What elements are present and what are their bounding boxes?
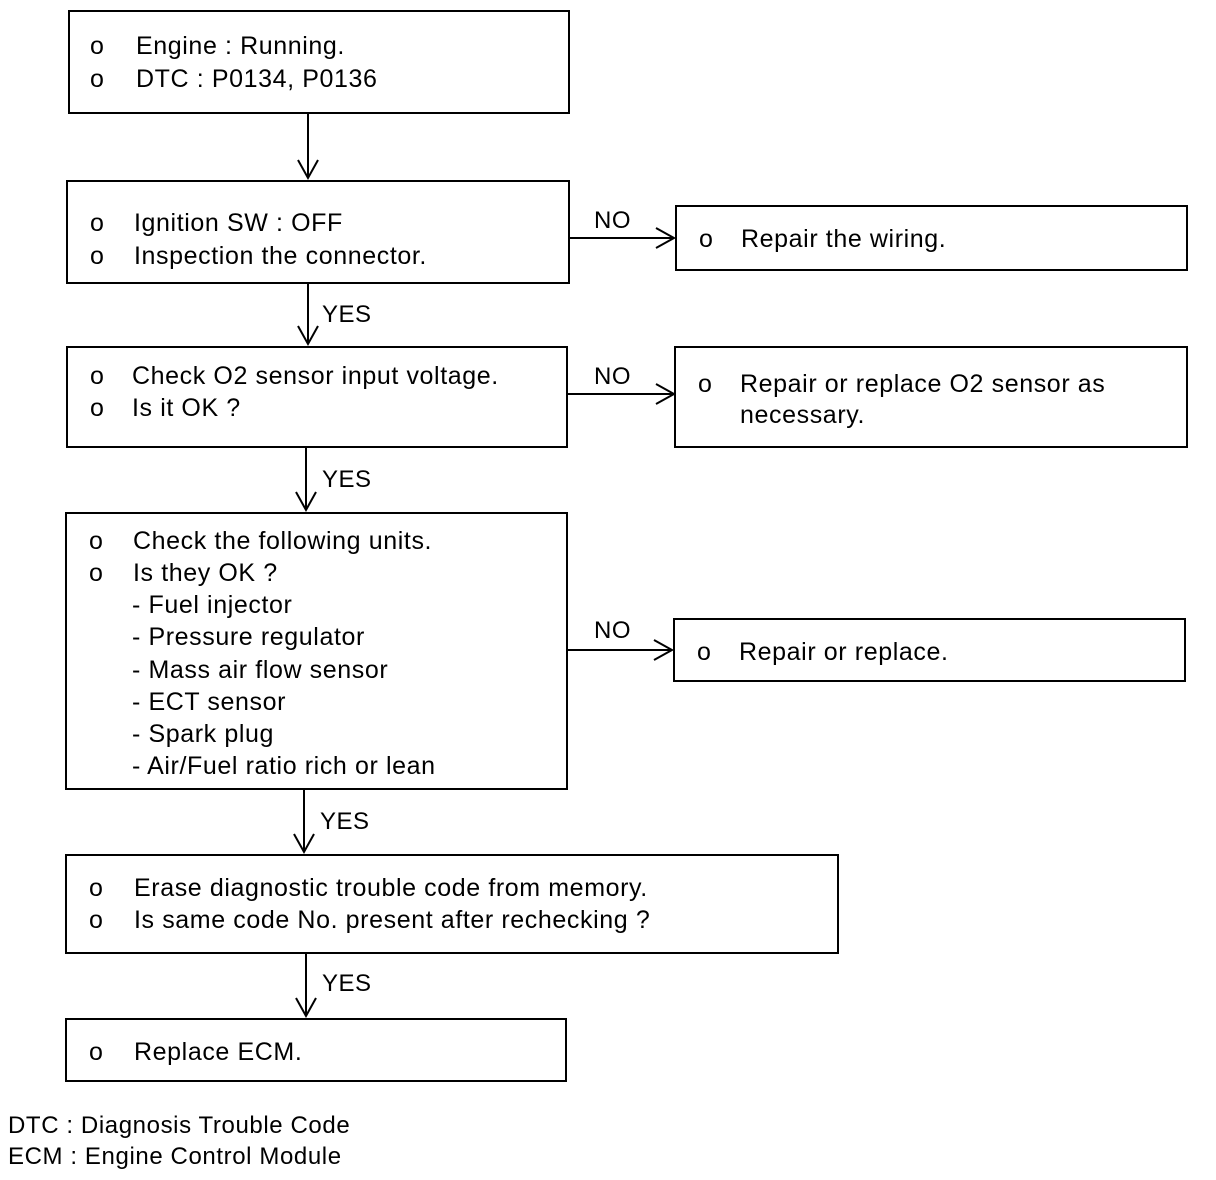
arrowhead-ignition-o2 bbox=[297, 325, 319, 347]
unit-item: - Pressure regulator bbox=[132, 623, 365, 651]
edge-label-no-o2: NO bbox=[594, 363, 631, 390]
edge-label-no-units: NO bbox=[594, 617, 631, 644]
arrowhead-o2-units bbox=[295, 491, 317, 513]
step-text: Inspection the connector. bbox=[134, 242, 427, 270]
bullet: o bbox=[697, 638, 712, 666]
arrowhead-ignition-wiring bbox=[655, 227, 677, 249]
step-erase-dtc: o Erase diagnostic trouble code from mem… bbox=[65, 854, 839, 954]
step-ignition-inspection: o Ignition SW : OFF o Inspection the con… bbox=[66, 180, 570, 284]
arrowhead-units-repair bbox=[653, 639, 675, 661]
edge-label-yes-o2: YES bbox=[322, 466, 372, 493]
unit-item: - Spark plug bbox=[132, 720, 274, 748]
step-text: Ignition SW : OFF bbox=[134, 209, 343, 237]
step-text: Is same code No. present after recheckin… bbox=[134, 906, 651, 934]
bullet: o bbox=[90, 209, 105, 237]
bullet: o bbox=[90, 242, 105, 270]
remedy-repair-wiring: o Repair the wiring. bbox=[675, 205, 1188, 271]
step-text: Erase diagnostic trouble code from memor… bbox=[134, 874, 648, 902]
bullet: o bbox=[90, 65, 105, 93]
edge-label-yes-erase: YES bbox=[322, 970, 372, 997]
bullet: o bbox=[89, 559, 104, 587]
remedy-repair-or-replace: o Repair or replace. bbox=[673, 618, 1186, 682]
arrowhead-start-ignition bbox=[297, 159, 319, 181]
bullet: o bbox=[698, 370, 713, 398]
step-text: Is it OK ? bbox=[132, 394, 241, 422]
unit-item: - Air/Fuel ratio rich or lean bbox=[132, 752, 436, 780]
bullet: o bbox=[90, 394, 105, 422]
edge-label-yes-ignition: YES bbox=[322, 301, 372, 328]
step-text: Check O2 sensor input voltage. bbox=[132, 362, 499, 390]
remedy-text: necessary. bbox=[740, 401, 866, 429]
step-start-conditions: o Engine : Running. o DTC : P0134, P0136 bbox=[68, 10, 570, 114]
step-text: Engine : Running. bbox=[136, 32, 345, 60]
step-text: Is they OK ? bbox=[133, 559, 278, 587]
bullet: o bbox=[90, 362, 105, 390]
legend-ecm: ECM : Engine Control Module bbox=[8, 1143, 342, 1170]
bullet: o bbox=[89, 874, 104, 902]
bullet: o bbox=[89, 906, 104, 934]
bullet: o bbox=[89, 527, 104, 555]
bullet: o bbox=[89, 1038, 104, 1066]
remedy-repair-o2-sensor: o Repair or replace O2 sensor as necessa… bbox=[674, 346, 1188, 448]
arrowhead-erase-ecm bbox=[295, 997, 317, 1019]
unit-item: - Fuel injector bbox=[132, 591, 293, 619]
step-text: DTC : P0134, P0136 bbox=[136, 65, 378, 93]
step-o2-voltage-check: o Check O2 sensor input voltage. o Is it… bbox=[66, 346, 568, 448]
edge-label-no-ignition: NO bbox=[594, 207, 631, 234]
remedy-text: Repair or replace. bbox=[739, 638, 949, 666]
step-replace-ecm: o Replace ECM. bbox=[65, 1018, 567, 1082]
edge-label-yes-units: YES bbox=[320, 808, 370, 835]
bullet: o bbox=[90, 32, 105, 60]
legend-dtc: DTC : Diagnosis Trouble Code bbox=[8, 1112, 351, 1139]
remedy-text: Repair or replace O2 sensor as bbox=[740, 370, 1106, 398]
arrowhead-units-erase bbox=[293, 833, 315, 855]
bullet: o bbox=[699, 225, 714, 253]
unit-item: - Mass air flow sensor bbox=[132, 656, 389, 684]
step-units-check: o Check the following units. o Is they O… bbox=[65, 512, 568, 790]
step-text: Check the following units. bbox=[133, 527, 433, 555]
unit-item: - ECT sensor bbox=[132, 688, 287, 716]
remedy-text: Repair the wiring. bbox=[741, 225, 947, 253]
step-text: Replace ECM. bbox=[134, 1038, 303, 1066]
